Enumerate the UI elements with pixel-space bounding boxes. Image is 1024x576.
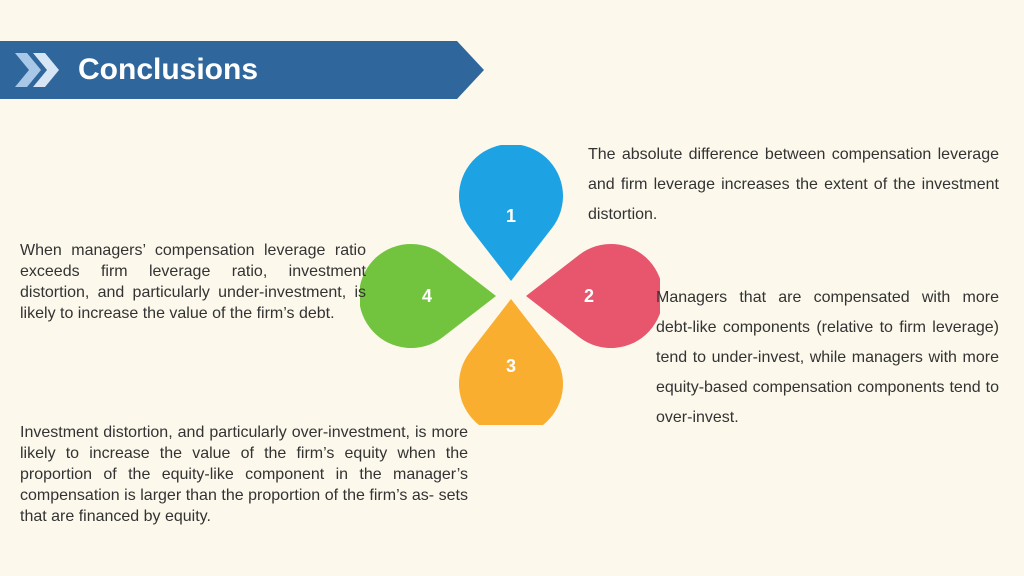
four-petal-diagram: 1 2 3 4 (360, 145, 660, 425)
title-banner (0, 41, 484, 99)
conclusion-text-4: When managers’ compensation leverage rat… (20, 242, 366, 322)
petal-1-number: 1 (506, 206, 516, 226)
petal-3: 3 (459, 299, 563, 425)
conclusion-text-1: The absolute difference between compensa… (588, 146, 999, 223)
petal-3-number: 3 (506, 356, 516, 376)
conclusion-text-2: Managers that are compensated with more … (656, 289, 999, 426)
double-chevron-right-icon (15, 53, 59, 87)
petal-4: 4 (360, 244, 496, 348)
petal-1: 1 (459, 145, 563, 281)
page-title: Conclusions (78, 53, 259, 86)
petal-2-number: 2 (584, 286, 594, 306)
conclusion-text-3: Investment distortion, and particularly … (20, 424, 468, 525)
petal-4-number: 4 (422, 286, 432, 306)
petal-2: 2 (526, 244, 660, 348)
